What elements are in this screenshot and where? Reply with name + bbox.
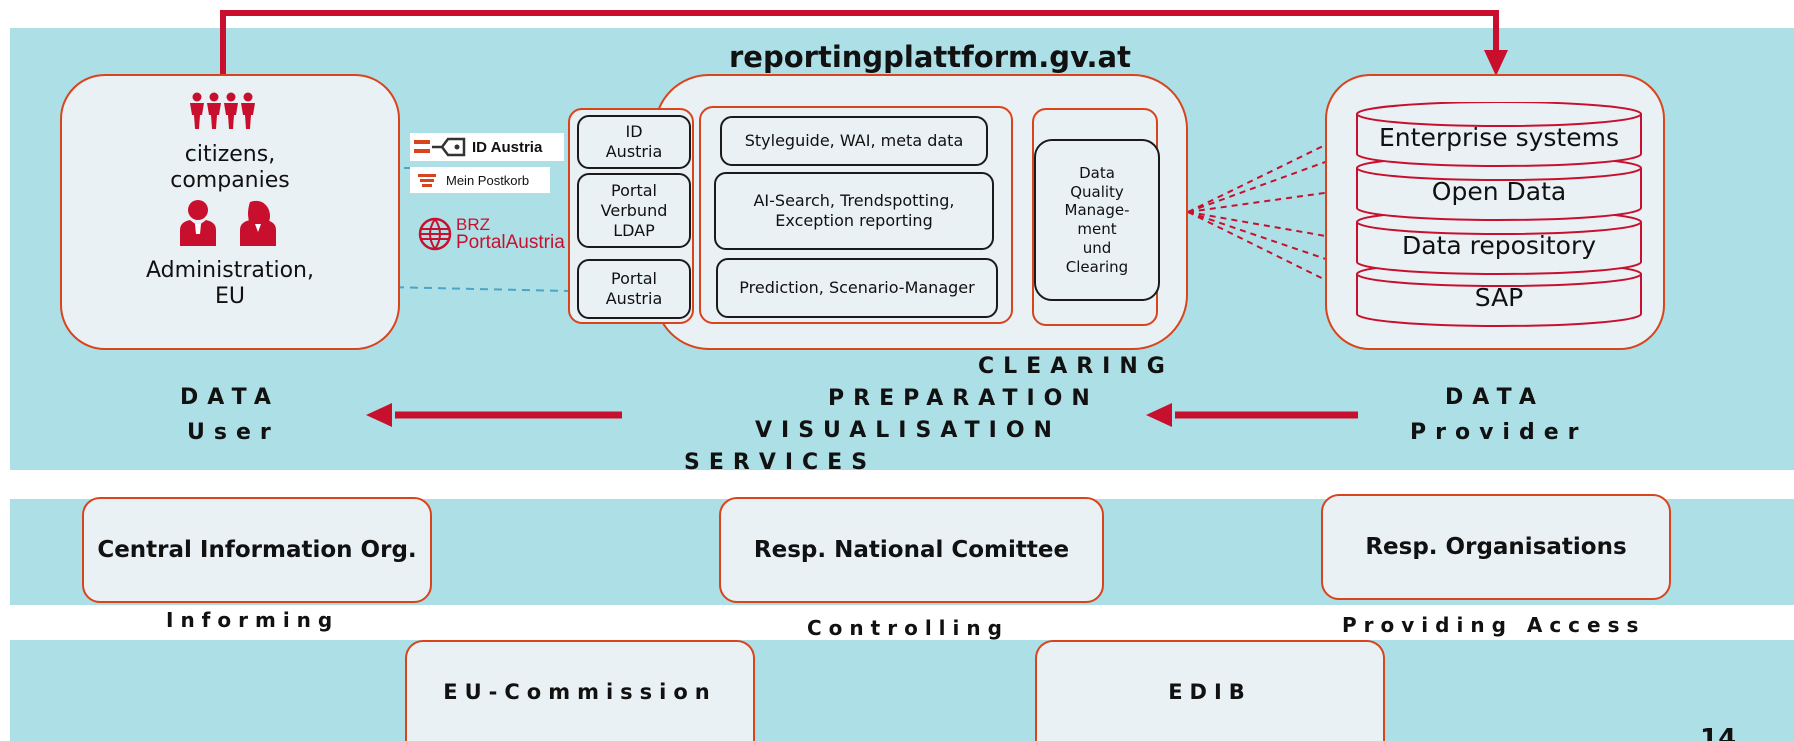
eu-commission-label: EU-Commission <box>443 679 717 704</box>
portal-verbund-ldap-service: Portal Verbund LDAP <box>577 173 691 248</box>
administration-people-icon <box>180 200 276 246</box>
portal-austria-service: Portal Austria <box>577 259 691 319</box>
open-data-label: Open Data <box>1431 177 1567 206</box>
people-icon <box>190 92 255 129</box>
ai-search-service: AI-Search, Trendspotting, Exception repo… <box>714 172 994 250</box>
mein-postkorb-text: Mein Postkorb <box>446 172 530 188</box>
bottom-band <box>10 640 1794 741</box>
id-austria-logo: ID Austria <box>410 133 564 161</box>
resp-organisations-box: Resp. Organisations <box>1321 494 1671 600</box>
central-information-org-box: Central Information Org. <box>82 497 432 603</box>
data-provider-title-line2: Provider <box>1410 420 1588 445</box>
postkorb-flag-icon <box>418 174 436 187</box>
brz-globe-icon <box>418 217 452 251</box>
administration-label: Administration, EU <box>146 257 314 309</box>
sap-label: SAP <box>1474 283 1524 312</box>
label-preparation: PREPARATION <box>828 386 1099 411</box>
edib-label: EDIB <box>1168 679 1252 704</box>
styleguide-service: Styleguide, WAI, meta data <box>720 116 988 166</box>
citizens-label: citizens, companies <box>170 141 290 193</box>
data-user-title-line1: DATA <box>180 385 280 410</box>
data-quality-management-box: Data Quality Manage- ment und Clearing <box>1034 139 1160 301</box>
label-services: SERVICES <box>684 450 877 475</box>
brz-logo: BRZ PortalAustria <box>418 214 568 254</box>
providing-access-label: Providing Access <box>1342 613 1646 637</box>
resp-national-committee-box: Resp. National Comittee <box>719 497 1104 603</box>
database-stack-icon <box>1356 102 1642 327</box>
label-visualisation: VISUALISATION <box>755 418 1061 443</box>
eu-commission-box: EU-Commission <box>405 640 755 741</box>
prediction-service: Prediction, Scenario-Manager <box>716 258 998 318</box>
label-clearing: CLEARING <box>978 354 1174 379</box>
portalaustria-text: PortalAustria <box>456 232 565 253</box>
data-repository-label: Data repository <box>1401 231 1597 260</box>
controlling-label: Controlling <box>807 616 1009 640</box>
enterprise-systems-label: Enterprise systems <box>1379 123 1619 152</box>
informing-label: Informing <box>166 608 340 632</box>
id-austria-key-icon <box>414 137 466 157</box>
data-provider-title-line1: DATA <box>1445 385 1545 410</box>
mein-postkorb-logo: Mein Postkorb <box>410 167 550 193</box>
id-austria-text: ID Austria <box>472 138 543 156</box>
provider-systems: Enterprise systems Open Data Data reposi… <box>1356 102 1642 328</box>
platform-title: reportingplattform.gv.at <box>729 40 1131 74</box>
page-number: 14 <box>1700 726 1737 741</box>
edib-box: EDIB <box>1035 640 1385 741</box>
brz-text: BRZ <box>456 215 490 234</box>
data-user-title-line2: User <box>187 420 280 445</box>
id-austria-service: ID Austria <box>577 115 691 169</box>
